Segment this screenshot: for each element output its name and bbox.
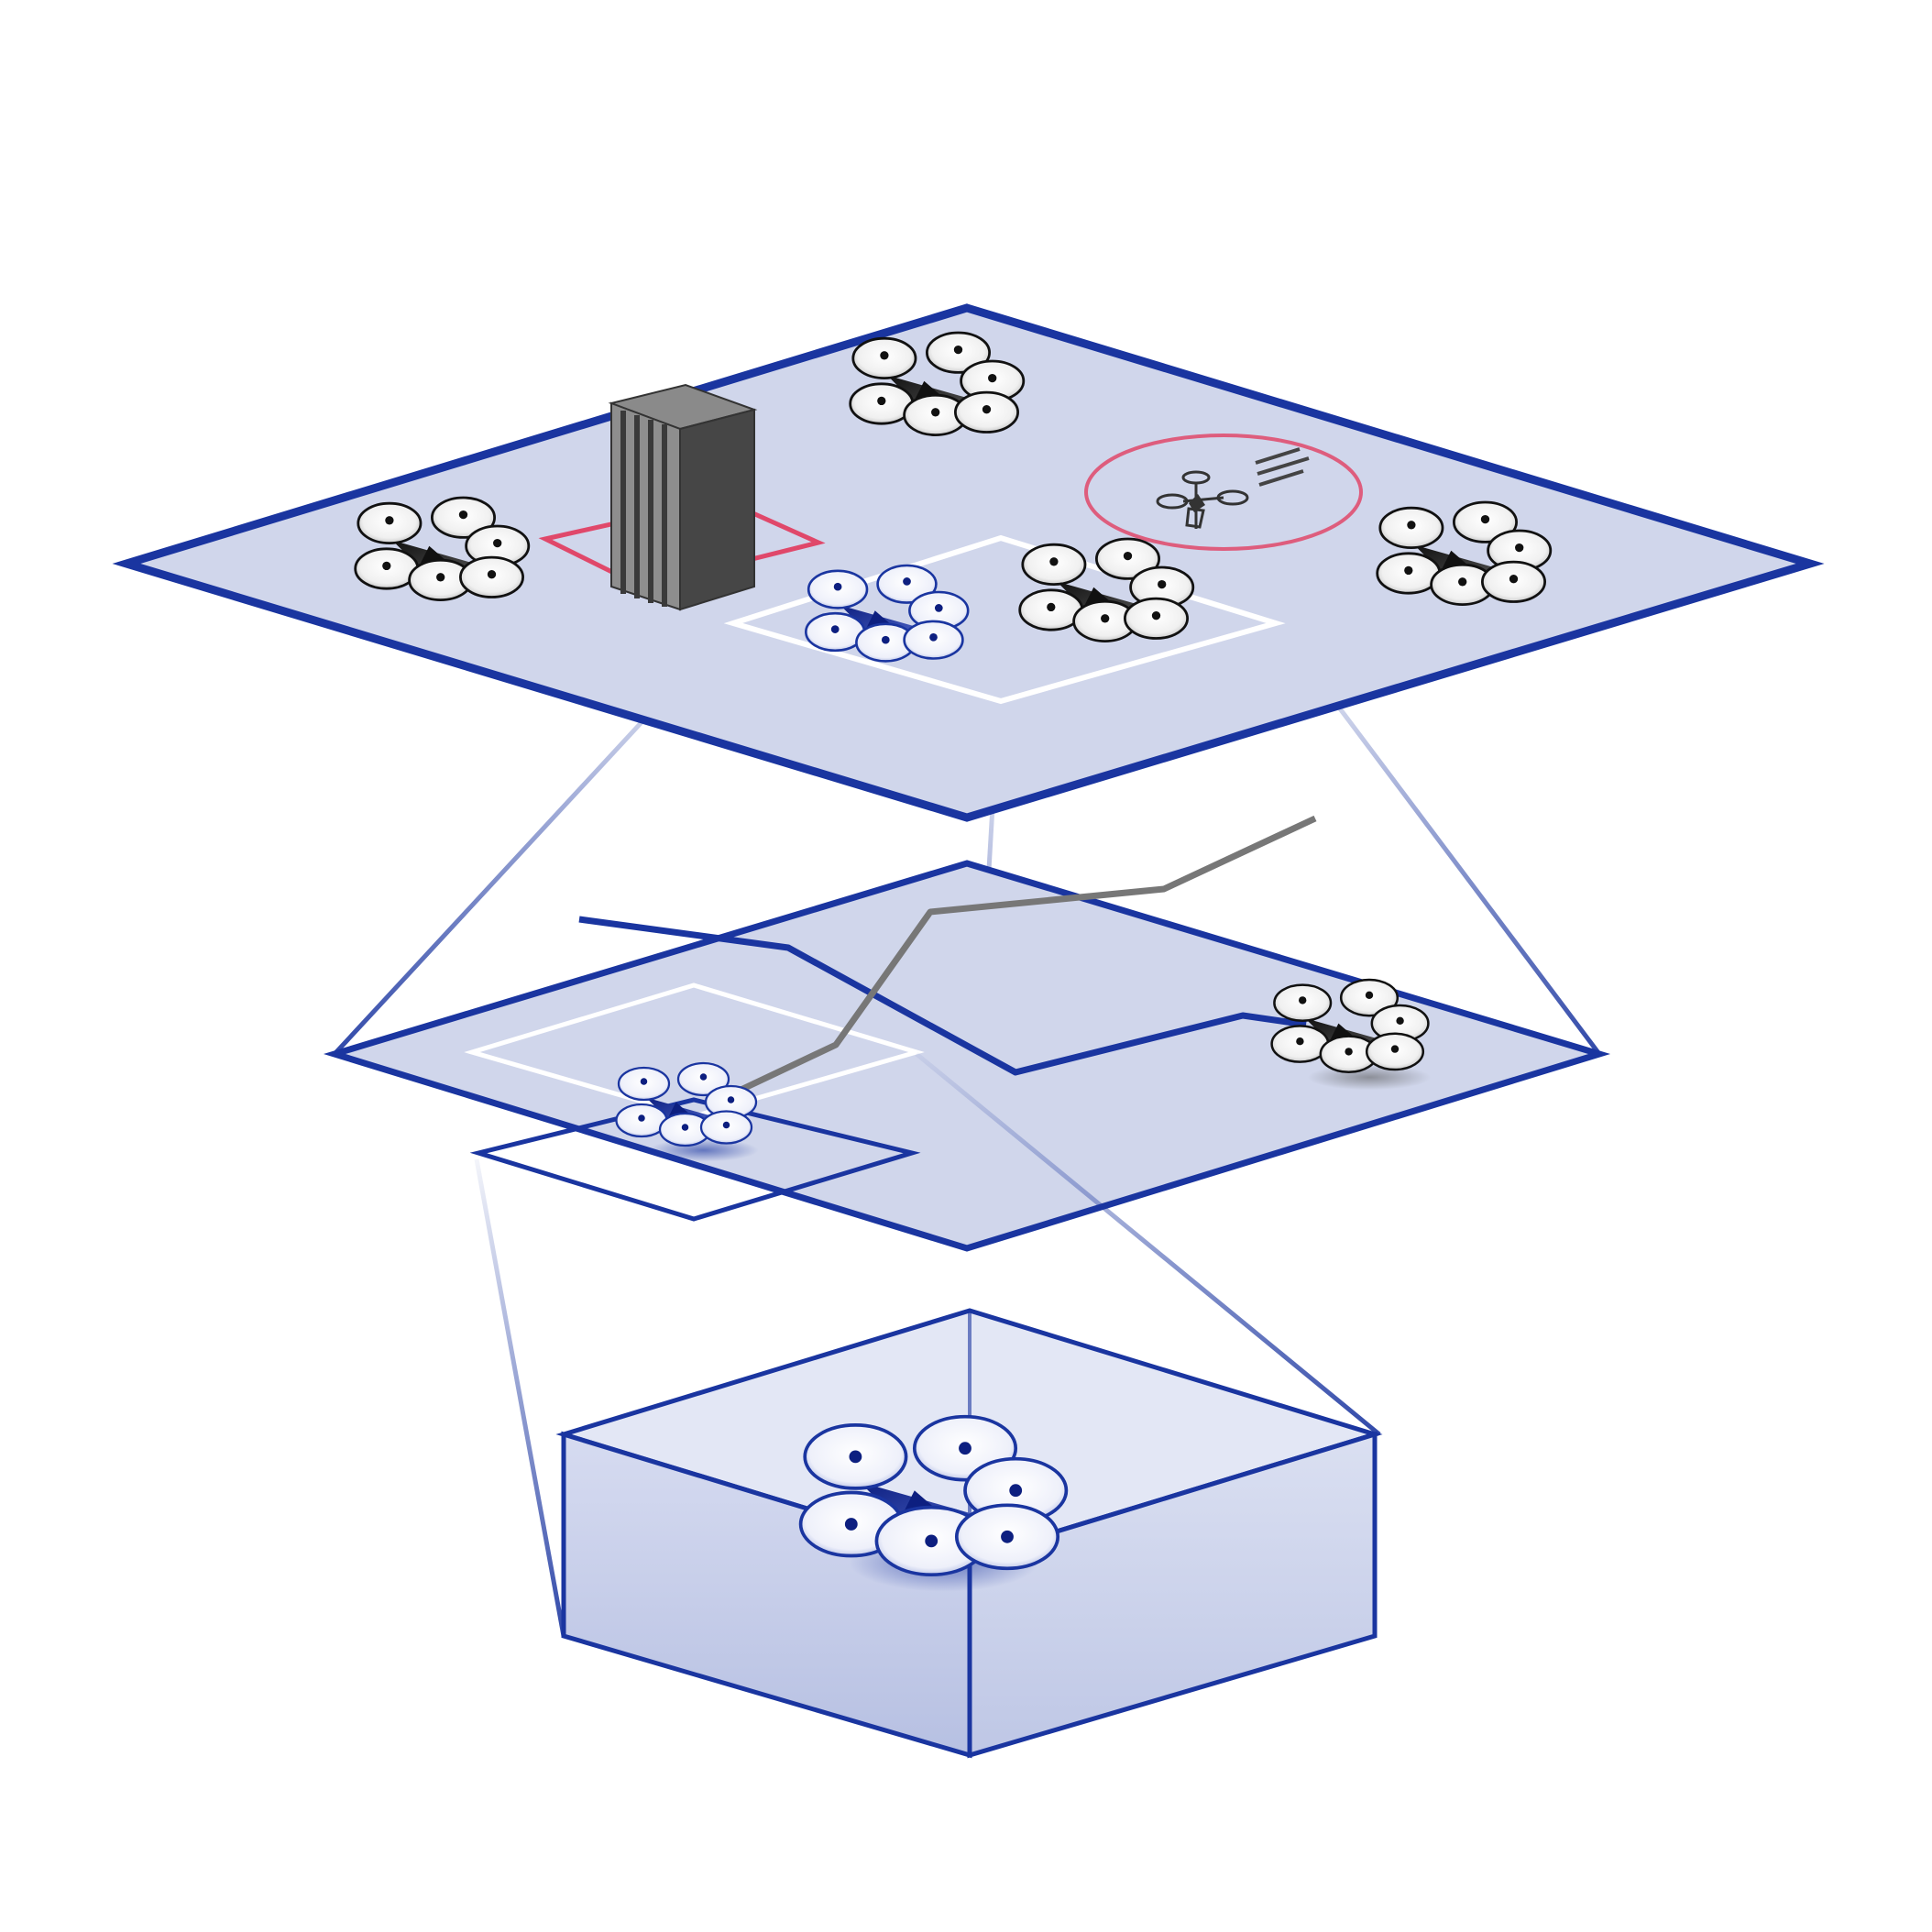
- actual-trajectory: [731, 815, 1317, 1097]
- connector-mid-right: [915, 1052, 1381, 1436]
- top-plane-surface: [112, 303, 1825, 822]
- drone-icon: [1376, 500, 1553, 606]
- highlighted-drone-icon: [804, 564, 970, 663]
- drone-icon: [1018, 537, 1195, 642]
- intruder-drone-icon: [1156, 470, 1249, 529]
- intruder-zone: [1084, 434, 1363, 551]
- building-icon: [608, 383, 758, 611]
- drone-icon: [1270, 978, 1432, 1091]
- single-drone-volume-box: [555, 1308, 1383, 1759]
- connector-mid-left: [474, 1158, 566, 1637]
- drone-layer: [354, 331, 1553, 1162]
- box-front-right: [967, 1431, 1378, 1759]
- highlighted-drone-icon: [798, 1414, 1069, 1592]
- top-plane: [112, 303, 1825, 822]
- highlighted-drone-icon: [615, 1061, 759, 1162]
- motion-lines-icon: [1255, 447, 1310, 487]
- connectors-middle-to-bottom: [474, 1052, 1381, 1637]
- planned-trajectory: [578, 916, 1307, 1076]
- drone-icon: [849, 331, 1026, 436]
- drone-icon: [354, 496, 531, 601]
